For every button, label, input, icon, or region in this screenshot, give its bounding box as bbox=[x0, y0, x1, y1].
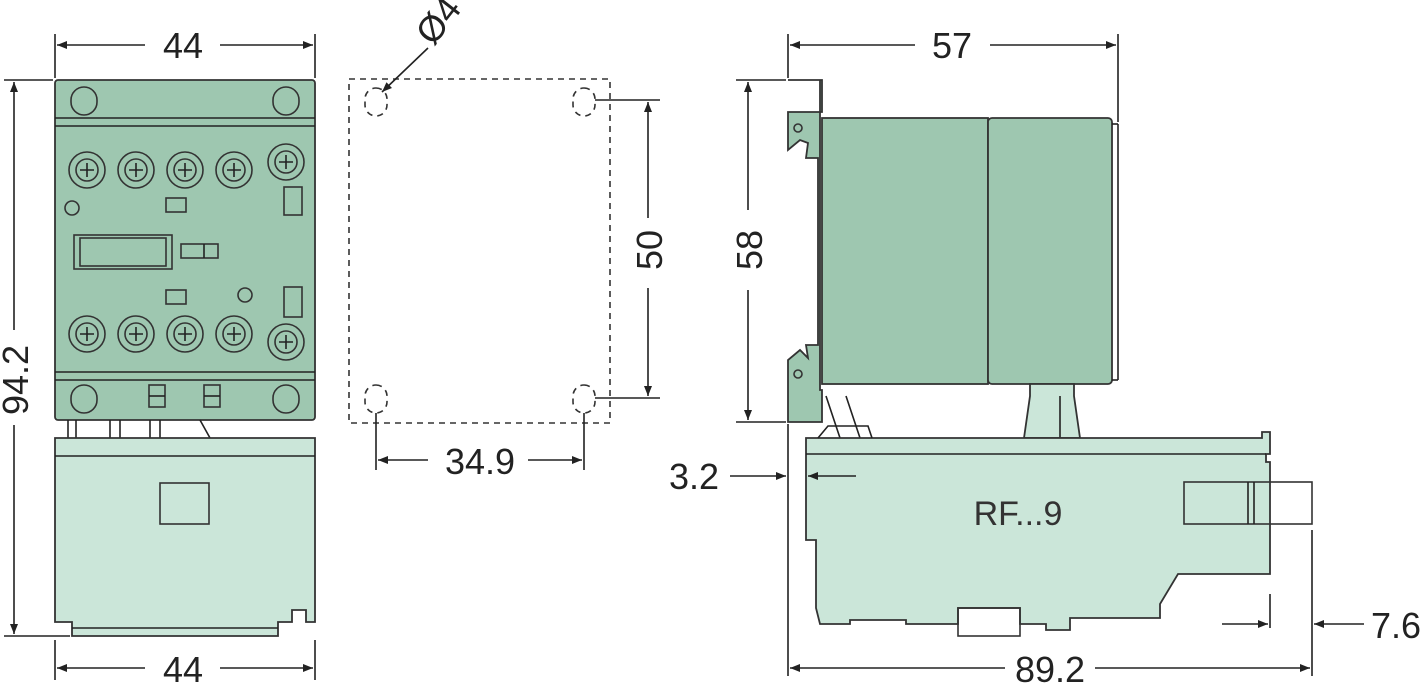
dim-top-width: 44 bbox=[163, 25, 203, 66]
contactor-side-cover bbox=[987, 117, 1113, 385]
din-rail-clip bbox=[787, 79, 823, 423]
relay-model-label: RF...9 bbox=[974, 495, 1063, 533]
dim-offset-right: 7.6 bbox=[1371, 605, 1421, 646]
relay-body-side bbox=[805, 431, 1271, 631]
reset-button bbox=[159, 482, 210, 525]
front-dimensions: 44 44 94.2 bbox=[0, 25, 316, 686]
mounting-slot-bottom-right bbox=[272, 384, 300, 414]
contactor-side-body bbox=[821, 117, 989, 385]
dim-hole-vertical: 50 bbox=[629, 230, 670, 270]
screw-icon bbox=[166, 315, 204, 353]
hole-pattern: Ø4 50 34.9 bbox=[348, 0, 670, 482]
indicator-dot-left bbox=[64, 200, 80, 216]
dim-offset-left: 3.2 bbox=[669, 456, 719, 497]
side-dimensions: 57 58 3.2 7.6 89.2 bbox=[669, 25, 1421, 686]
mounting-slot-bottom-left bbox=[70, 384, 98, 414]
mounting-hole-bottom-right bbox=[572, 384, 596, 414]
terminal-screws-top bbox=[68, 143, 305, 189]
screw-icon bbox=[267, 323, 305, 361]
mounting-hole-bottom-left bbox=[364, 384, 388, 414]
mounting-hole-top-left bbox=[364, 87, 388, 117]
front-view bbox=[54, 79, 316, 637]
footprint-outline bbox=[348, 78, 611, 424]
dim-total-height: 94.2 bbox=[0, 345, 36, 415]
terminal-screws-bottom bbox=[68, 315, 305, 361]
screw-icon bbox=[267, 143, 305, 181]
mounting-hole-top-right bbox=[572, 87, 596, 117]
dim-hole-horizontal: 34.9 bbox=[445, 441, 515, 482]
screw-icon bbox=[215, 151, 253, 189]
screw-icon bbox=[215, 315, 253, 353]
side-view: RF...9 bbox=[787, 79, 1313, 637]
mounting-slot-top-right bbox=[272, 86, 300, 116]
dim-bottom-width: 44 bbox=[163, 649, 203, 686]
screw-icon bbox=[68, 315, 106, 353]
screw-icon bbox=[117, 315, 155, 353]
dim-side-height: 58 bbox=[729, 230, 770, 270]
dim-hole-diameter: Ø4 bbox=[407, 0, 469, 52]
mounting-slot-top-left bbox=[70, 86, 98, 116]
dim-total-depth: 89.2 bbox=[1015, 649, 1085, 686]
screw-icon bbox=[68, 151, 106, 189]
screw-icon bbox=[166, 151, 204, 189]
dim-side-depth: 57 bbox=[932, 25, 972, 66]
contactor-body bbox=[54, 79, 316, 421]
indicator-dot-right bbox=[237, 287, 253, 303]
screw-icon bbox=[117, 151, 155, 189]
contact-carrier-window bbox=[73, 234, 173, 270]
relay-body-front bbox=[54, 437, 316, 637]
